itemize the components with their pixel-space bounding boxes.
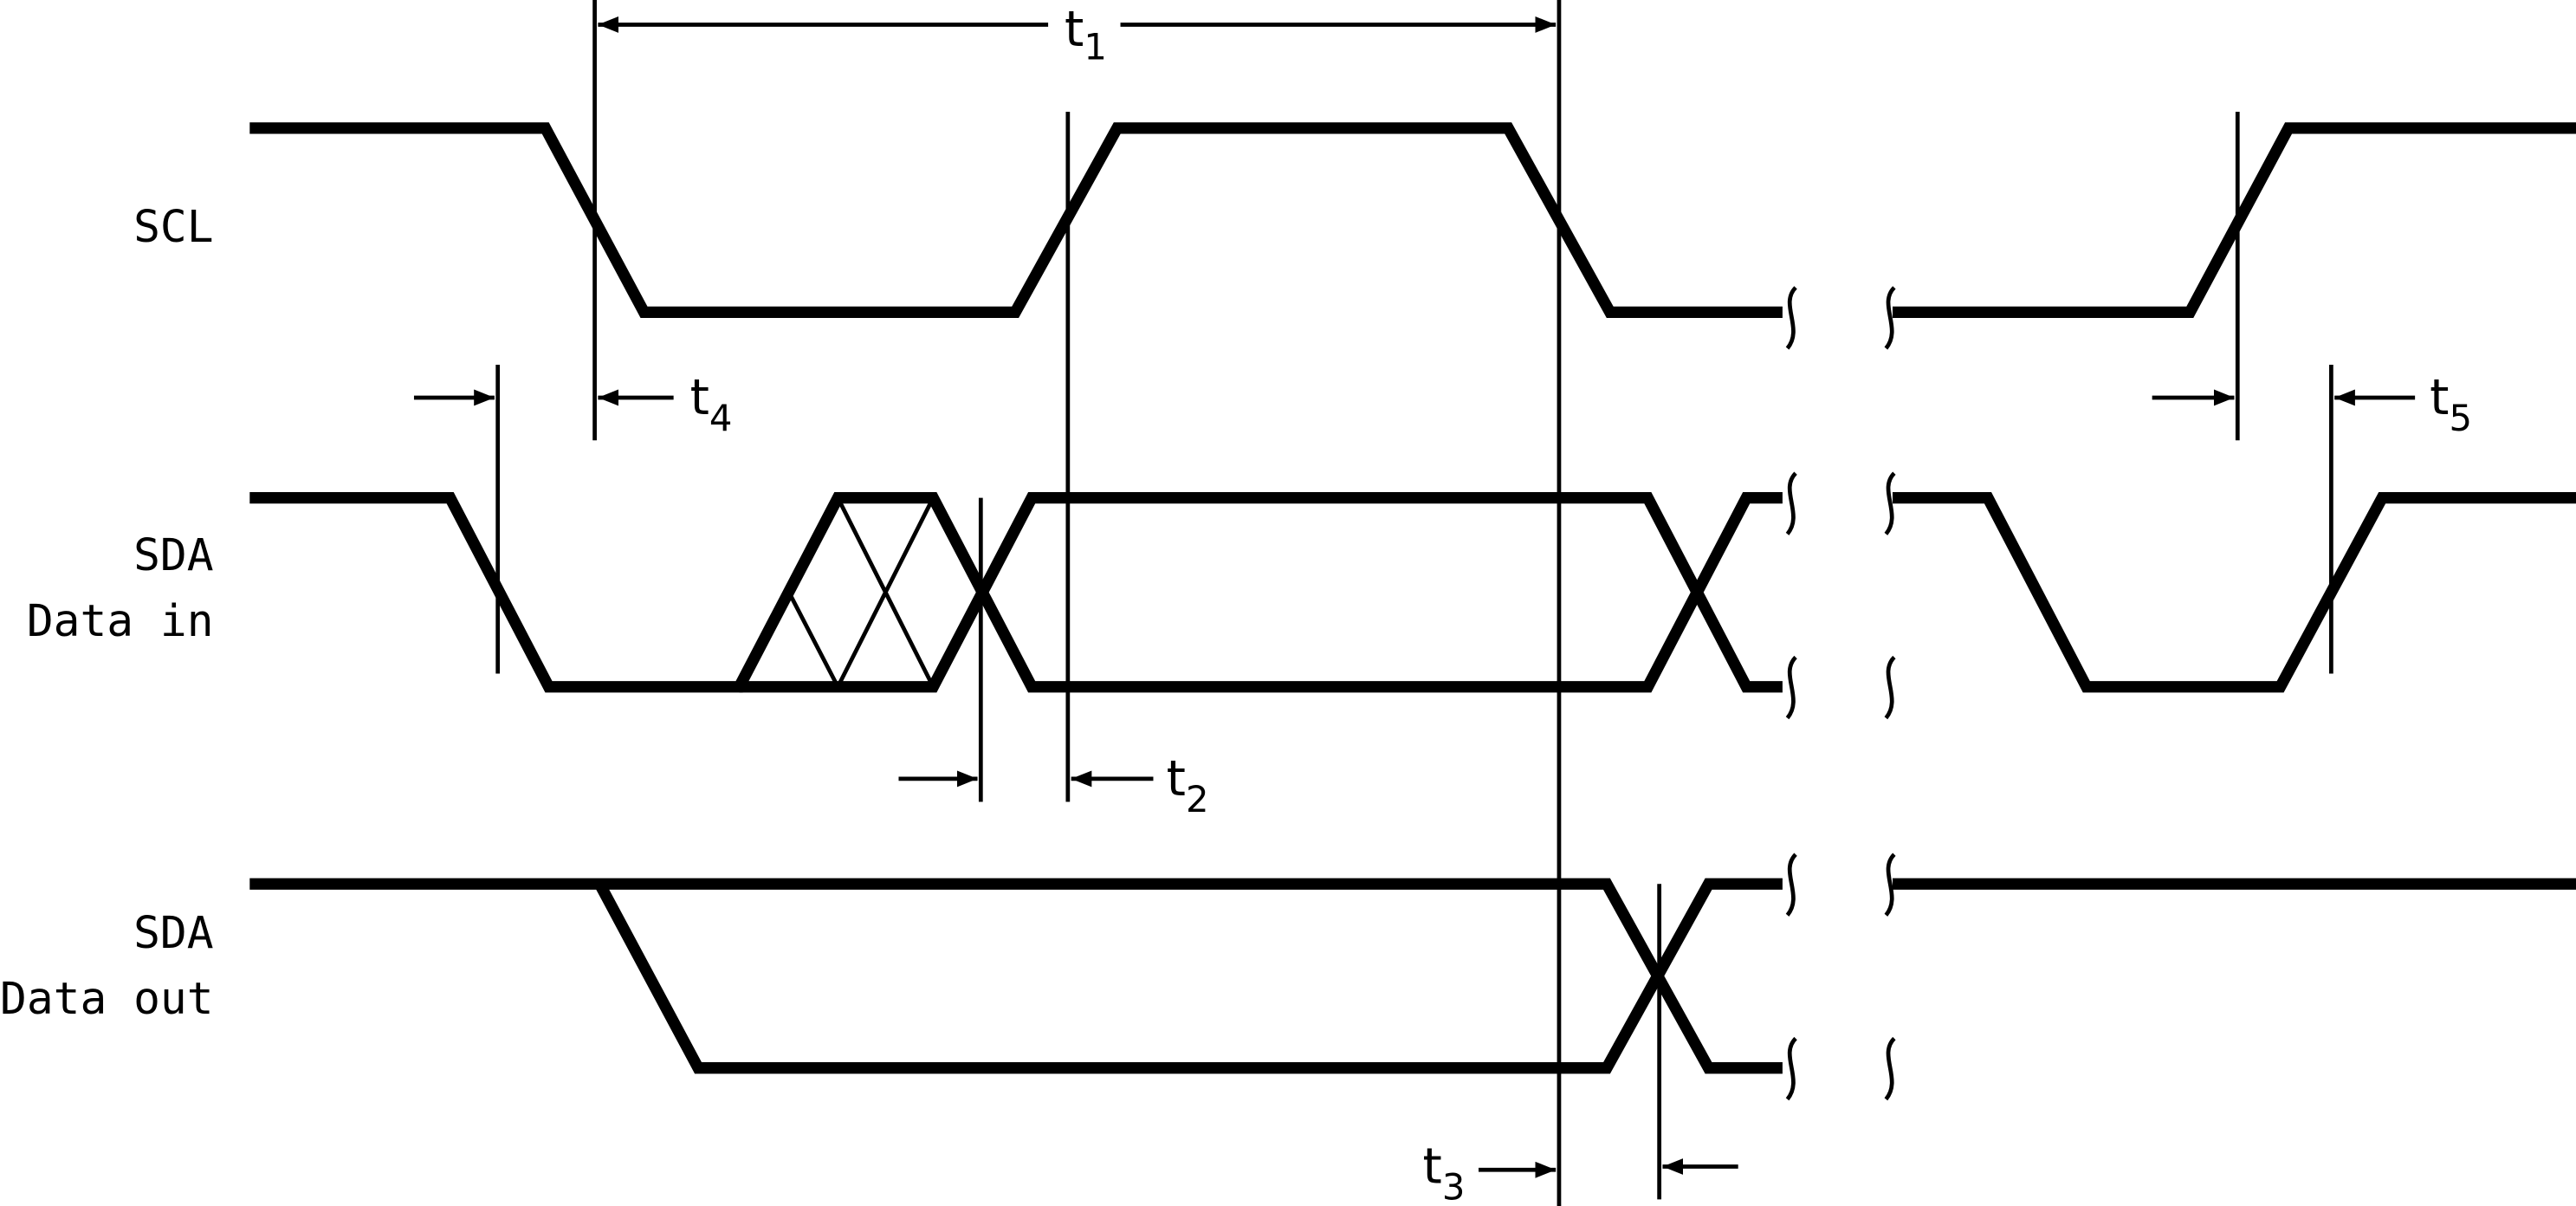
timing-label-t4: t4 <box>690 369 733 439</box>
signal-label-sda-out-1: SDA <box>133 907 213 959</box>
scl-waveform-after-break <box>1892 122 2576 318</box>
signal-label-sda-in-1: SDA <box>133 529 213 581</box>
scl-waveform <box>249 122 1783 318</box>
timing-label-t5: t5 <box>2430 369 2472 439</box>
signal-label-sda-out-2: Data out <box>0 973 214 1025</box>
signal-label-scl: SCL <box>133 201 213 253</box>
reference-lines <box>495 0 2333 1206</box>
sda-in-waveform-after-break <box>1892 491 2576 693</box>
signal-label-sda-in-2: Data in <box>27 595 214 647</box>
sda-out-waveform <box>249 878 1783 1074</box>
timing-label-t1: t1 <box>1065 1 1107 68</box>
break-marks <box>1785 286 1896 1101</box>
timing-label-t3: t3 <box>1423 1138 1466 1206</box>
timing-arrows <box>413 16 2416 1178</box>
sda-in-waveform-alt <box>739 491 1783 693</box>
sda-in-uncertain-region <box>786 496 935 688</box>
sda-out-waveform-alt <box>594 878 1783 1074</box>
timing-label-t2: t2 <box>1167 750 1209 820</box>
